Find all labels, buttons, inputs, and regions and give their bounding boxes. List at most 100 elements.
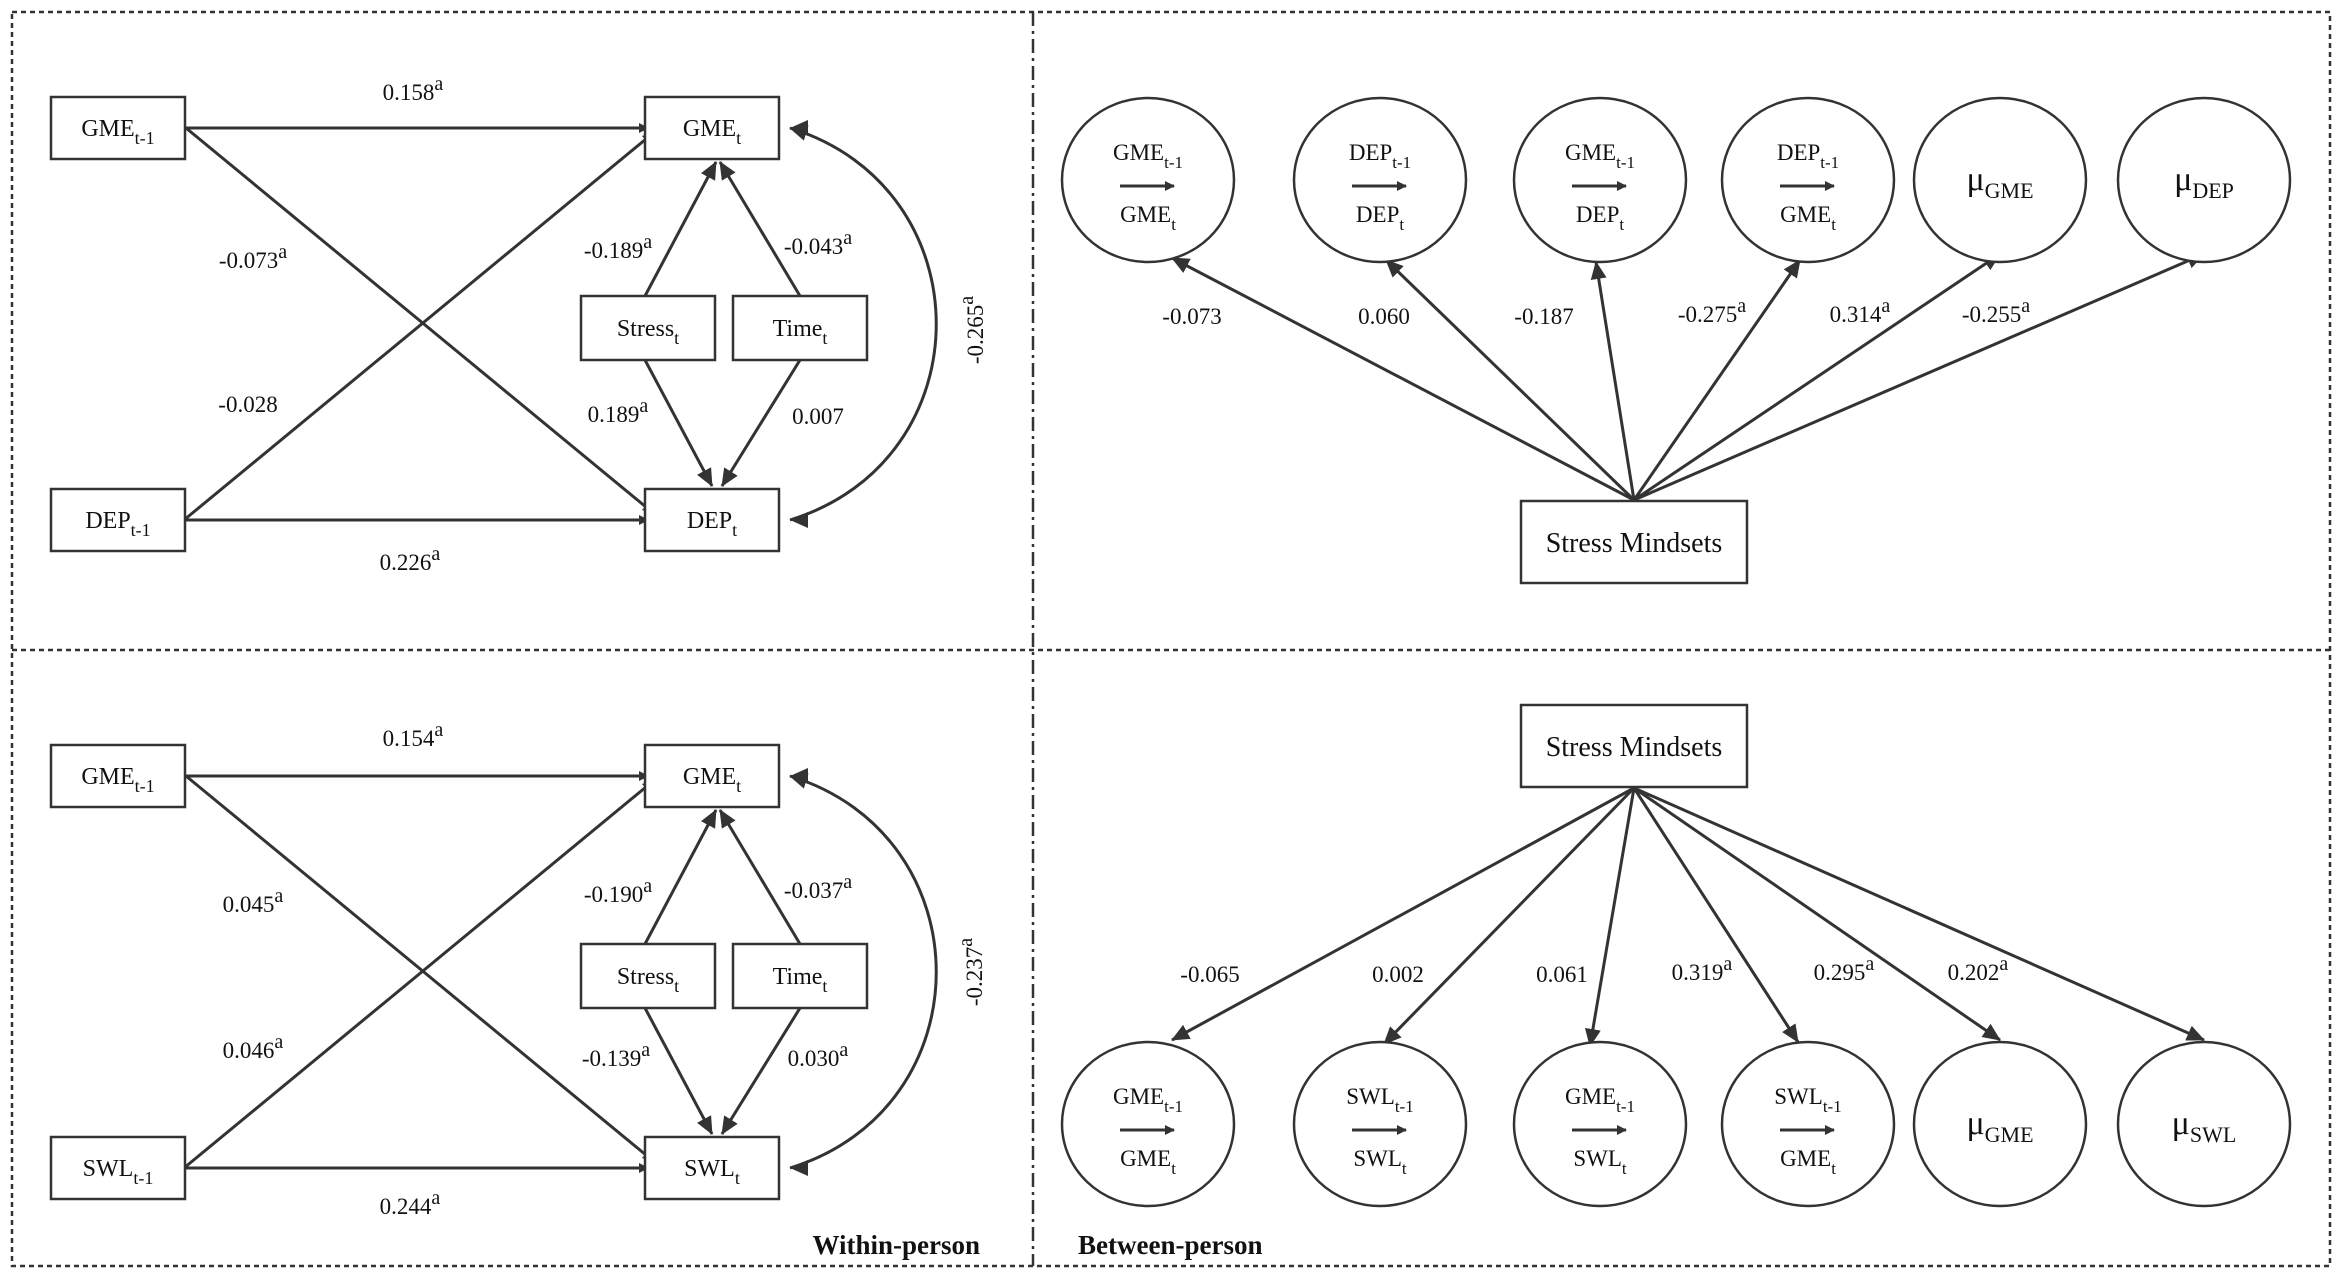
- within-person-label: Within-person: [812, 1230, 980, 1260]
- latent-outcome-4-bottom-label: GMEt: [1780, 1146, 1836, 1178]
- latent-outcome-3-shape: [1512, 96, 1688, 264]
- box-time-t-frame: [731, 294, 869, 362]
- arrow-stress-to-dep_t: [643, 359, 714, 487]
- latent-outcome-4-shape: [1720, 1040, 1896, 1208]
- coef-between-bottom-4: 0.319a: [1672, 953, 1733, 985]
- between-person-label: Between-person: [1078, 1230, 1262, 1260]
- box-swl-prev-frame: [49, 1135, 187, 1201]
- latent-outcome-6-shape: [2116, 96, 2292, 264]
- coef-residual-covariance: -0.237a: [955, 938, 987, 1006]
- arrow-stress-mindsets-to-outcome-6: [1633, 786, 2205, 1042]
- box-stress-t: Stresst: [579, 294, 717, 362]
- box-dep-t: DEPt: [643, 487, 781, 553]
- coef-gme-prev-to-swl: 0.045a: [223, 885, 284, 917]
- box-gme-t-label: GMEt: [683, 764, 741, 796]
- box-gme-t: GMEt: [643, 95, 781, 161]
- arrow-time-to-gme: [718, 161, 802, 297]
- box-stress-t-frame: [579, 294, 717, 362]
- box-dep-prev: DEPt-1: [49, 487, 187, 553]
- coef-time-to-swl: 0.030a: [788, 1039, 849, 1071]
- coef-between-bottom-3: 0.061: [1536, 962, 1588, 987]
- arrow-stress-mindsets-to-outcome-5: [1633, 786, 2001, 1042]
- box-time-t-frame: [731, 942, 869, 1010]
- box-gme-t-frame: [643, 743, 781, 809]
- coef-time-to-gme: -0.037a: [784, 871, 852, 903]
- coef-time-to-dep: 0.007: [792, 404, 844, 429]
- arrow-stress-mindsets-to-outcome-6: [1633, 252, 2205, 502]
- latent-outcome-1-bottom-label: GMEt: [1120, 1146, 1176, 1178]
- latent-outcome-6-shape: [2116, 1040, 2292, 1208]
- box-dep-prev-label: DEPt-1: [85, 508, 150, 540]
- latent-outcome-3-top-label: GMEt-1: [1565, 1084, 1635, 1116]
- box-gme-prev: GMEt-1: [49, 743, 187, 809]
- box-stress-mindsets-bottom-label: Stress Mindsets: [1546, 732, 1723, 763]
- coef-between-top-6: -0.255a: [1962, 295, 2030, 327]
- covariance-arrowhead: [790, 1160, 808, 1176]
- box-dep-t-frame: [643, 487, 781, 553]
- coef-swl-prev-to-swl: 0.244a: [380, 1187, 441, 1219]
- arrow-stress-to-gme: [643, 161, 718, 297]
- box-dep-t-label: DEPt: [687, 508, 737, 540]
- latent-outcome-2-top-label: SWLt-1: [1346, 1084, 1413, 1116]
- latent-outcome-3-bottom-label: DEPt: [1576, 202, 1624, 234]
- box-gme-prev-frame: [49, 95, 187, 161]
- arrow-stress-mindsets-to-outcome-2: [1384, 258, 1636, 502]
- arrow-stress-mindsets-to-outcome-4: [1632, 259, 1802, 501]
- latent-outcome-5: μGME: [1912, 96, 2088, 264]
- box-swl-prev: SWLt-1: [49, 1135, 187, 1201]
- box-gme-prev-label: GMEt-1: [81, 116, 154, 148]
- box-time-t: Timet: [731, 294, 869, 362]
- latent-outcome-3-bottom-label: SWLt: [1573, 1146, 1627, 1178]
- latent-outcome-4-top-label: DEPt-1: [1777, 140, 1839, 172]
- box-gme-t-frame: [643, 95, 781, 161]
- latent-outcome-6-label: μSWL: [2172, 1105, 2237, 1147]
- arrow-stress-to-swl_t: [643, 1007, 714, 1135]
- outer-border: [10, 10, 2332, 1268]
- coef-stress-to-swl: -0.139a: [582, 1039, 650, 1071]
- latent-outcome-2-top-label: DEPt-1: [1349, 140, 1411, 172]
- arrow-stress-mindsets-to-outcome-1: [1171, 786, 1635, 1042]
- latent-outcome-5: μGME: [1912, 1040, 2088, 1208]
- arrow-time-to-gme: [718, 809, 802, 945]
- coef-between-top-2: 0.060: [1358, 304, 1410, 329]
- box-stress-mindsets-bottom-frame: [1519, 703, 1749, 789]
- coef-dep-prev-to-dep: 0.226a: [380, 543, 441, 575]
- box-time-t-label: Timet: [773, 964, 828, 996]
- latent-outcome-1-top-label: GMEt-1: [1113, 1084, 1183, 1116]
- box-stress-mindsets-top-label: Stress Mindsets: [1546, 528, 1723, 559]
- box-time-t: Timet: [731, 942, 869, 1010]
- box-stress-mindsets-top-frame: [1519, 499, 1749, 585]
- covariance-arrowhead: [790, 120, 808, 136]
- box-stress-t: Stresst: [579, 942, 717, 1010]
- arrow-stress-mindsets-to-outcome-3: [1590, 261, 1636, 501]
- covariance-arrowhead: [790, 768, 808, 784]
- coef-stress-to-gme: -0.189a: [584, 231, 652, 263]
- arrow-stress-mindsets-to-outcome-5: [1633, 252, 2001, 502]
- coef-between-bottom-5: 0.295a: [1814, 953, 1875, 985]
- coef-gme-prev-to-dep: -0.073a: [219, 241, 287, 273]
- coef-between-bottom-2: 0.002: [1372, 962, 1424, 987]
- coef-between-top-4: -0.275a: [1678, 295, 1746, 327]
- box-dep-prev-frame: [49, 487, 187, 553]
- latent-outcome-6: μDEP: [2116, 96, 2292, 264]
- arrow-gme-prev-to-swl_t: [185, 774, 653, 1162]
- box-gme-prev-frame: [49, 743, 187, 809]
- box-gme-prev-label: GMEt-1: [81, 764, 154, 796]
- box-gme-t: GMEt: [643, 743, 781, 809]
- box-stress-t-label: Stresst: [617, 316, 679, 348]
- arrow-stress-to-gme: [643, 809, 718, 945]
- box-stress-mindsets-top: Stress Mindsets: [1519, 499, 1749, 585]
- latent-outcome-1-shape: [1060, 1040, 1236, 1208]
- latent-outcome-2-shape: [1292, 96, 1468, 264]
- arrow-dep_prev-to-gme: [183, 132, 653, 522]
- latent-outcome-1-shape: [1060, 96, 1236, 264]
- coef-gme-prev-to-gme: 0.158a: [383, 73, 444, 105]
- arrow-time-to-swl_t: [720, 1007, 802, 1135]
- latent-outcome-3-top-label: GMEt-1: [1565, 140, 1635, 172]
